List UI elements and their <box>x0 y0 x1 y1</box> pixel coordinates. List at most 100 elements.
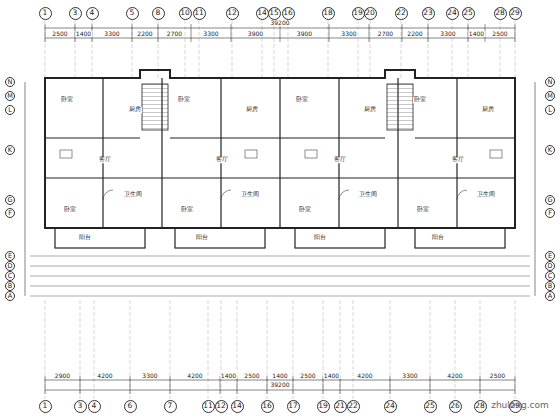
axis-number: 1 <box>43 9 48 17</box>
axis-number: 20 <box>365 9 375 17</box>
dimension: 3900 <box>247 31 264 37</box>
axis-bubble: C <box>5 271 15 281</box>
axis-bubble: 22 <box>347 400 360 413</box>
dimension: 3300 <box>141 373 158 379</box>
axis-number: 8 <box>156 9 161 17</box>
dimension: 3300 <box>439 31 456 37</box>
total-dimension: 39200 <box>269 382 290 388</box>
axis-bubble: B <box>5 281 15 291</box>
room-label: 客厅 <box>451 157 465 163</box>
axis-number: K <box>8 147 12 154</box>
axis-number: G <box>7 197 12 204</box>
room-label: 阳台 <box>78 235 92 241</box>
axis-number: 10 <box>180 9 190 17</box>
axis-number: E <box>548 253 552 260</box>
dimension: 1400 <box>468 31 485 37</box>
axis-bubble: A <box>545 291 555 301</box>
axis-bubble: 6 <box>124 400 137 413</box>
axis-number: 4 <box>92 402 97 410</box>
dimension: 2700 <box>377 31 394 37</box>
axis-number: 23 <box>423 9 433 17</box>
axis-bubble: 12 <box>215 400 228 413</box>
dimension: 2200 <box>406 31 423 37</box>
room-label: 客厅 <box>98 157 112 163</box>
axis-number: E <box>8 253 12 260</box>
axis-bubble: 12 <box>226 7 239 20</box>
axis-bubble: 24 <box>446 7 459 20</box>
axis-bubble: 16 <box>261 400 274 413</box>
axis-bubble: 20 <box>364 7 377 20</box>
axis-number: K <box>548 147 552 154</box>
axis-number: 26 <box>450 402 460 410</box>
room-label: 厨房 <box>245 107 259 113</box>
axis-number: 24 <box>447 9 457 17</box>
axis-bubble: 29 <box>509 7 522 20</box>
room-label: 卧室 <box>180 207 194 213</box>
axis-number: B <box>548 283 552 290</box>
axis-bubble: 14 <box>231 400 244 413</box>
axis-bubble: 3 <box>74 400 87 413</box>
axis-number: 3 <box>73 9 78 17</box>
axis-bubble: 25 <box>424 400 437 413</box>
room-label: 客厅 <box>333 157 347 163</box>
axis-number: D <box>7 263 12 270</box>
axis-bubble: N <box>545 77 555 87</box>
watermark: zhulong.com <box>490 401 550 410</box>
axis-number: 5 <box>130 9 135 17</box>
axis-number: 28 <box>495 9 505 17</box>
axis-bubble: 28 <box>474 400 487 413</box>
axis-number: F <box>8 210 12 217</box>
axis-bubble: F <box>5 208 15 218</box>
room-label: 卧室 <box>298 207 312 213</box>
dimension: 3300 <box>202 31 219 37</box>
dimension: 1400 <box>75 31 92 37</box>
axis-number: L <box>548 107 552 114</box>
dimension: 2500 <box>491 31 508 37</box>
axis-bubble: 1 <box>39 400 52 413</box>
axis-bubble: 23 <box>422 7 435 20</box>
axis-number: D <box>547 263 552 270</box>
axis-bubble: 7 <box>164 400 177 413</box>
room-label: 阳台 <box>313 235 327 241</box>
room-label: 卧室 <box>413 97 427 103</box>
axis-number: 16 <box>283 9 293 17</box>
axis-bubble: 21 <box>334 400 347 413</box>
axis-number: 15 <box>269 9 279 17</box>
axis-number: 28 <box>475 402 485 410</box>
dimension: 2500 <box>243 373 260 379</box>
room-label: 卧室 <box>295 97 309 103</box>
axis-number: F <box>548 210 552 217</box>
axis-number: C <box>548 273 553 280</box>
axis-bubble: N <box>5 77 15 87</box>
room-label: 卧室 <box>60 97 74 103</box>
axis-bubble: 18 <box>322 7 335 20</box>
axis-bubble: E <box>5 251 15 261</box>
dimension: 3900 <box>296 31 313 37</box>
axis-number: 25 <box>425 402 435 410</box>
axis-bubble: D <box>545 261 555 271</box>
axis-number: M <box>547 93 553 100</box>
axis-bubble: 1 <box>39 7 52 20</box>
axis-number: 16 <box>262 402 272 410</box>
axis-number: 17 <box>288 402 298 410</box>
axis-number: 11 <box>203 402 213 410</box>
axis-number: 3 <box>78 402 83 410</box>
axis-bubble: 4 <box>86 7 99 20</box>
dimension: 2900 <box>54 373 71 379</box>
axis-bubble: 16 <box>282 7 295 20</box>
dimension: 2500 <box>299 373 316 379</box>
axis-bubble: C <box>545 271 555 281</box>
dimension: 3300 <box>103 31 120 37</box>
axis-bubble: 11 <box>202 400 215 413</box>
room-label: 卫生间 <box>240 192 260 198</box>
axis-bubble: M <box>5 91 15 101</box>
axis-bubble: 26 <box>449 400 462 413</box>
dimension: 1400 <box>323 373 340 379</box>
axis-bubble: 11 <box>193 7 206 20</box>
dimension: 4200 <box>356 373 373 379</box>
axis-bubble: G <box>5 195 15 205</box>
axis-number: 22 <box>396 9 406 17</box>
axis-number: A <box>548 293 552 300</box>
